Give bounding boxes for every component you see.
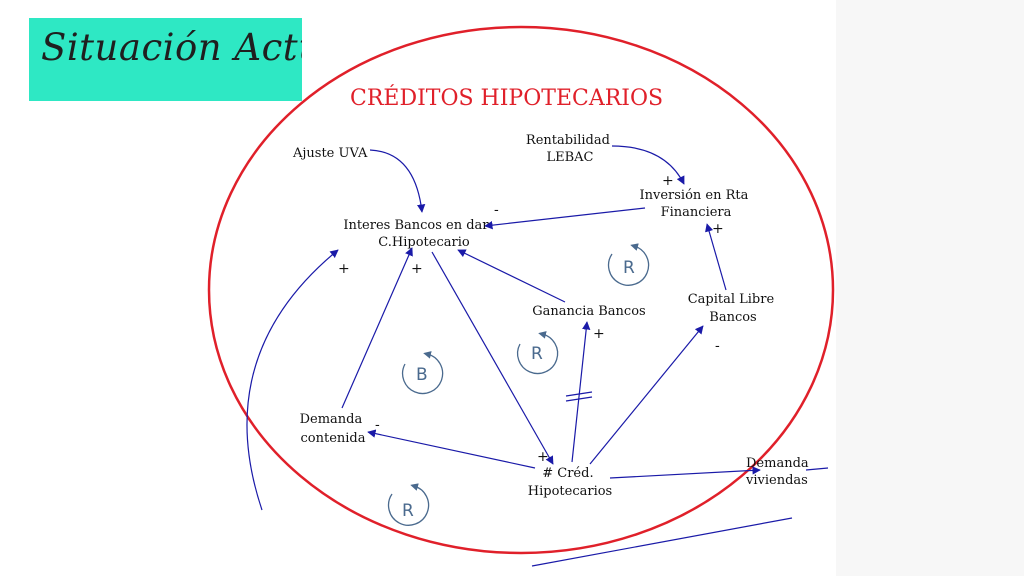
arrow-creditos-to-ganancia	[571, 321, 591, 463]
diagram-title: CRÉDITOS HIPOTECARIOS	[350, 84, 663, 111]
line-bottom-outer	[531, 517, 793, 567]
arrow-creditos-to-demanda-viviendas	[609, 466, 761, 479]
node-capital-libre-bancos-line-1: Capital Libre	[688, 292, 775, 307]
arrow-rentabilidad-to-inversion	[611, 145, 685, 185]
loop-symbols: R R B R	[387, 243, 650, 526]
node-cred-hipotecarios-line-2: Hipotecarios	[528, 484, 612, 499]
node-demanda-viviendas-line-2: viviendas	[745, 473, 808, 488]
loop-upper-right-arc	[607, 243, 650, 286]
slide-title-banner: Situación Actual	[29, 18, 302, 101]
sign-creditos-to-ganancia: +	[593, 326, 605, 342]
arrow-creditos-to-demanda-contenida	[367, 429, 536, 469]
node-interes-bancos-line-1: Interes Bancos en dar	[343, 218, 489, 233]
boundary-ellipse	[207, 25, 835, 555]
node-inversion-rta-financiera-line-2: Financiera	[661, 205, 732, 220]
node-rentabilidad-lebac-line-1: Rentabilidad	[526, 133, 610, 148]
node-demanda-contenida-line-2: contenida	[301, 431, 366, 446]
loop-middle: R	[516, 331, 559, 375]
arrow-inversion-to-interes	[484, 207, 646, 230]
node-demanda-contenida-line-1: Demanda	[300, 412, 363, 427]
node-rentabilidad-lebac-line-2: LEBAC	[546, 150, 593, 165]
loop-upper-right: R	[607, 243, 650, 286]
node-ganancia-bancos: Ganancia Bancos	[532, 304, 645, 319]
loop-bottom-arc	[387, 483, 430, 526]
arrow-interes-to-creditos	[431, 251, 554, 465]
node-ganancia-bancos-line-1: Ganancia Bancos	[532, 304, 645, 319]
sign-creditos-to-demanda: -	[375, 417, 380, 433]
arrows	[246, 145, 829, 567]
node-demanda-contenida: Demanda contenida	[300, 412, 367, 446]
delay-mark	[565, 391, 593, 402]
node-capital-libre-bancos: Capital Libre Bancos	[688, 292, 779, 325]
node-inversion-rta-financiera: Inversión en Rta Financiera	[639, 188, 752, 220]
node-capital-libre-bancos-line-2: Bancos	[709, 310, 756, 325]
loop-middle-arc	[516, 331, 559, 375]
sign-rentabilidad-to-inversion: +	[662, 173, 674, 189]
polarity-signs: + - + + + + - - +	[338, 173, 724, 465]
node-rentabilidad-lebac: Rentabilidad LEBAC	[526, 133, 614, 165]
sign-interes-to-creditos: +	[537, 449, 549, 465]
node-interes-bancos-line-2: C.Hipotecario	[378, 235, 470, 250]
node-interes-bancos: Interes Bancos en dar C.Hipotecario	[343, 218, 492, 250]
node-demanda-viviendas-line-1: Demanda	[746, 456, 809, 471]
arrow-creditos-to-capital	[589, 325, 704, 465]
node-cred-hipotecarios: # Créd. Hipotecarios	[528, 466, 612, 499]
node-labels: Ajuste UVA Rentabilidad LEBAC Inversión …	[292, 133, 813, 499]
loop-middle-left: B	[401, 351, 444, 395]
sign-creditos-to-interes: +	[338, 261, 350, 277]
node-ajuste-uva: Ajuste UVA	[292, 146, 368, 161]
sign-demanda-to-interes: +	[411, 261, 423, 277]
loop-middle-left-arc	[401, 351, 444, 395]
slide-title-text: Situación Actual	[41, 26, 302, 69]
arrow-ganancia-to-interes	[457, 249, 566, 303]
loop-bottom: R	[387, 483, 430, 526]
node-cred-hipotecarios-line-1: # Créd.	[542, 466, 593, 481]
loop-bottom-label: R	[402, 501, 414, 521]
arrow-capital-to-inversion	[705, 223, 727, 291]
sign-inversion-to-interes: -	[494, 202, 499, 218]
node-demanda-viviendas: Demanda viviendas	[745, 456, 813, 488]
sign-creditos-to-capital: -	[715, 338, 720, 354]
arrow-demanda-to-interes	[341, 247, 413, 409]
loop-middle-label: R	[531, 344, 543, 364]
sign-capital-to-inversion: +	[712, 221, 724, 237]
background-panel-right	[836, 0, 1024, 576]
arrow-outer-loop-to-interes	[246, 249, 339, 511]
loop-middle-left-label: B	[416, 365, 428, 385]
line-viviendas-extension	[805, 467, 829, 471]
node-ajuste-uva-line-1: Ajuste UVA	[292, 146, 368, 161]
node-inversion-rta-financiera-line-1: Inversión en Rta	[639, 188, 748, 203]
loop-upper-right-label: R	[623, 258, 635, 278]
arrow-ajuste-to-interes	[369, 149, 426, 213]
